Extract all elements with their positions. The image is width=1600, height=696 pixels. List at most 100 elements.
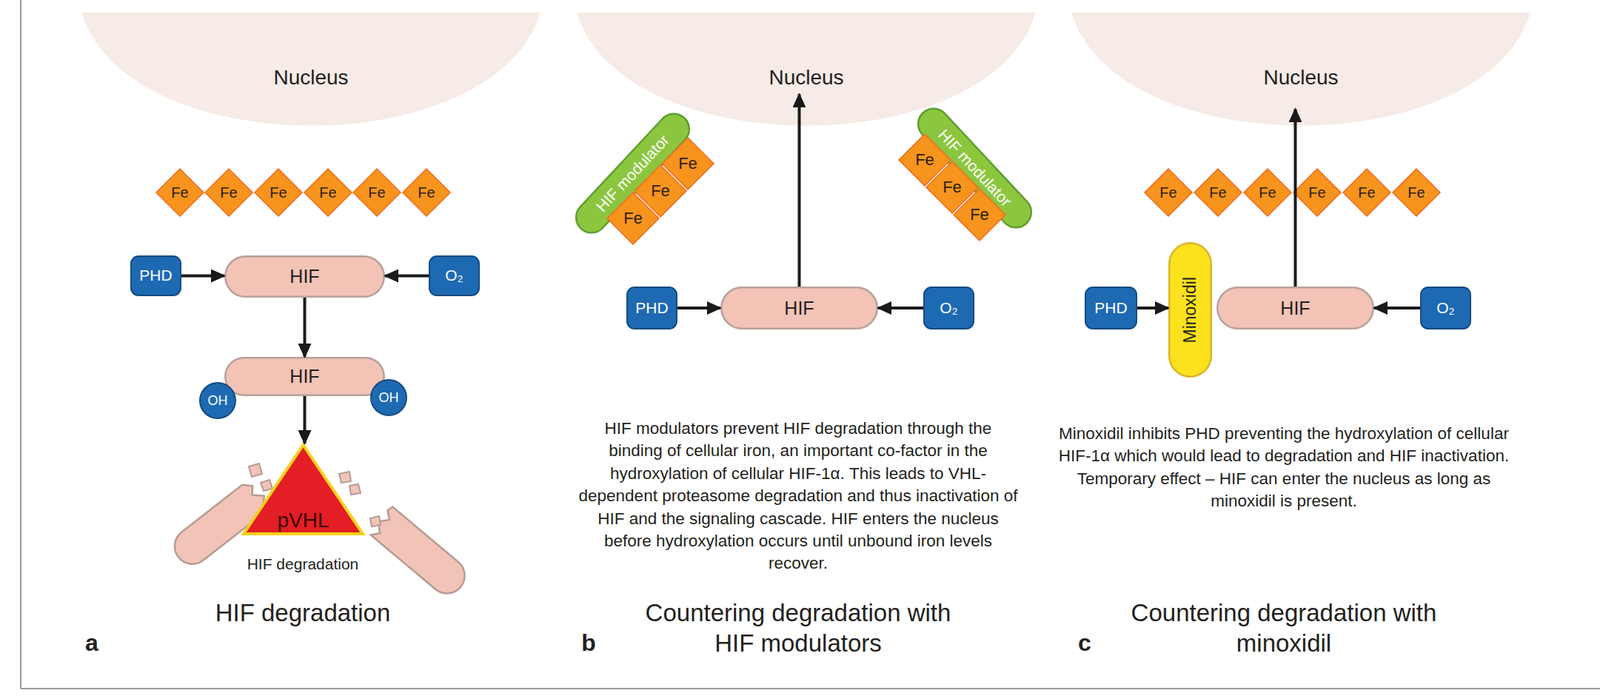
node-text: OH	[208, 393, 229, 409]
hif-fragment	[368, 505, 473, 601]
diamond-outline	[607, 192, 659, 245]
inhibitor-outline	[1169, 242, 1212, 377]
node-text: Fe	[1357, 184, 1375, 202]
node-text: Fe	[171, 184, 189, 202]
iron-diamond: Fe	[1143, 168, 1193, 217]
frame-line	[20, 687, 1600, 690]
protein-pill: HIF	[224, 356, 386, 397]
nucleus-outline	[81, 12, 541, 126]
iron-diamond: Fe	[1391, 168, 1441, 217]
node-text: PHD	[139, 266, 172, 285]
panel-letter: a	[77, 628, 107, 657]
panel-letter: c	[1069, 628, 1100, 657]
box-outline	[924, 287, 974, 329]
arrow-connector	[798, 94, 802, 287]
diamond-outline	[402, 168, 451, 217]
panel-title: HIF degradation	[147, 597, 459, 628]
iron-diamond: Fe	[352, 168, 402, 217]
node-text: Fe	[1308, 184, 1326, 202]
node-text: Fe	[1407, 184, 1425, 202]
node-text: Fe	[367, 184, 386, 202]
pill-outline	[225, 357, 385, 396]
node-text: Fe	[1159, 184, 1177, 202]
diamond-outline	[304, 168, 352, 217]
hif-chip	[339, 471, 351, 483]
panel-title: Countering degradation with minoxidil	[1128, 597, 1440, 659]
caption-text: HIF degradation	[206, 554, 400, 574]
diamond-outline	[156, 168, 204, 217]
diamond-outline	[1243, 168, 1292, 217]
box-outline	[131, 256, 181, 296]
iron-diamond: Fe	[1193, 168, 1243, 217]
node-text: Fe	[219, 184, 237, 202]
iron-diamond: Fe	[402, 168, 451, 217]
nucleus-shape: Nucleus	[81, 12, 541, 126]
node-text: Fe	[623, 208, 643, 228]
nucleus-shape: Nucleus	[1071, 12, 1531, 126]
diamond-outline	[254, 168, 303, 217]
box-outline	[627, 287, 677, 329]
process-box: PHD	[1084, 286, 1138, 330]
diamond-outline	[1144, 168, 1193, 217]
protein-pill: HIF	[1216, 286, 1375, 330]
description-text: Minoxidil inhibits PHD preventing the hy…	[1058, 422, 1510, 514]
process-box: O₂	[428, 255, 480, 297]
hif-chip	[248, 463, 263, 477]
nucleus-outline	[1071, 12, 1531, 126]
node-text: Fe	[650, 181, 671, 200]
box-outline	[1085, 287, 1137, 329]
panel-title: Countering degradation with HIF modulato…	[642, 597, 954, 659]
arrow-connector	[385, 274, 429, 278]
node-text: PHD	[635, 299, 668, 317]
node-text: pVHL	[276, 508, 329, 533]
node-text: Fe	[915, 150, 935, 169]
nucleus-outline	[576, 12, 1036, 126]
node-text: O₂	[1436, 299, 1455, 317]
process-box: O₂	[923, 286, 975, 330]
iron-diamond: Fe	[1292, 168, 1342, 217]
node-text: HIF	[289, 365, 320, 388]
panel-letter: b	[573, 628, 604, 657]
hif-chip	[349, 484, 361, 495]
node-text: Fe	[942, 177, 962, 197]
node-text: Nucleus	[768, 65, 844, 90]
node-text: Fe	[269, 184, 287, 202]
node-text: Fe	[969, 205, 990, 224]
arrow-connector	[303, 396, 307, 444]
node-text: HIF	[289, 265, 320, 288]
hif-chip	[370, 516, 381, 527]
triangle-outline	[243, 444, 363, 534]
iron-diamond: Fe	[303, 168, 353, 217]
node-text: Fe	[1209, 184, 1227, 202]
arrow-connector	[677, 306, 721, 310]
circle-outline	[199, 382, 236, 419]
pill-outline	[225, 256, 385, 297]
node-text: O₂	[444, 266, 464, 285]
iron-diamond: Fe	[1243, 168, 1292, 217]
node-text: Fe	[319, 184, 337, 202]
nucleus-shape: Nucleus	[576, 12, 1036, 126]
box-outline	[429, 256, 480, 296]
iron-diamond: Fe	[155, 168, 205, 217]
node-text: OH	[379, 390, 400, 406]
diamond-outline	[1343, 168, 1391, 217]
arrow-connector	[878, 306, 924, 310]
process-box: PHD	[626, 286, 678, 330]
node-text: Minoxidil	[1180, 276, 1200, 343]
circle-outline	[370, 379, 407, 416]
protein-pill: HIF	[224, 255, 386, 298]
diamond-outline	[353, 168, 401, 217]
node-text: Nucleus	[1263, 65, 1338, 90]
iron-diamond: Fe	[253, 168, 303, 217]
arrow-connector	[1137, 306, 1169, 310]
pvhl-triangle: pVHL	[242, 443, 365, 536]
box-outline	[1420, 287, 1471, 329]
diamond-outline	[1293, 168, 1341, 217]
pill-outline	[1217, 287, 1374, 329]
node-text: Fe	[417, 184, 435, 202]
iron-diamond: Fe	[1342, 168, 1392, 217]
description-text: HIF modulators prevent HIF degradation t…	[576, 417, 1021, 576]
hif-chip	[260, 479, 273, 491]
